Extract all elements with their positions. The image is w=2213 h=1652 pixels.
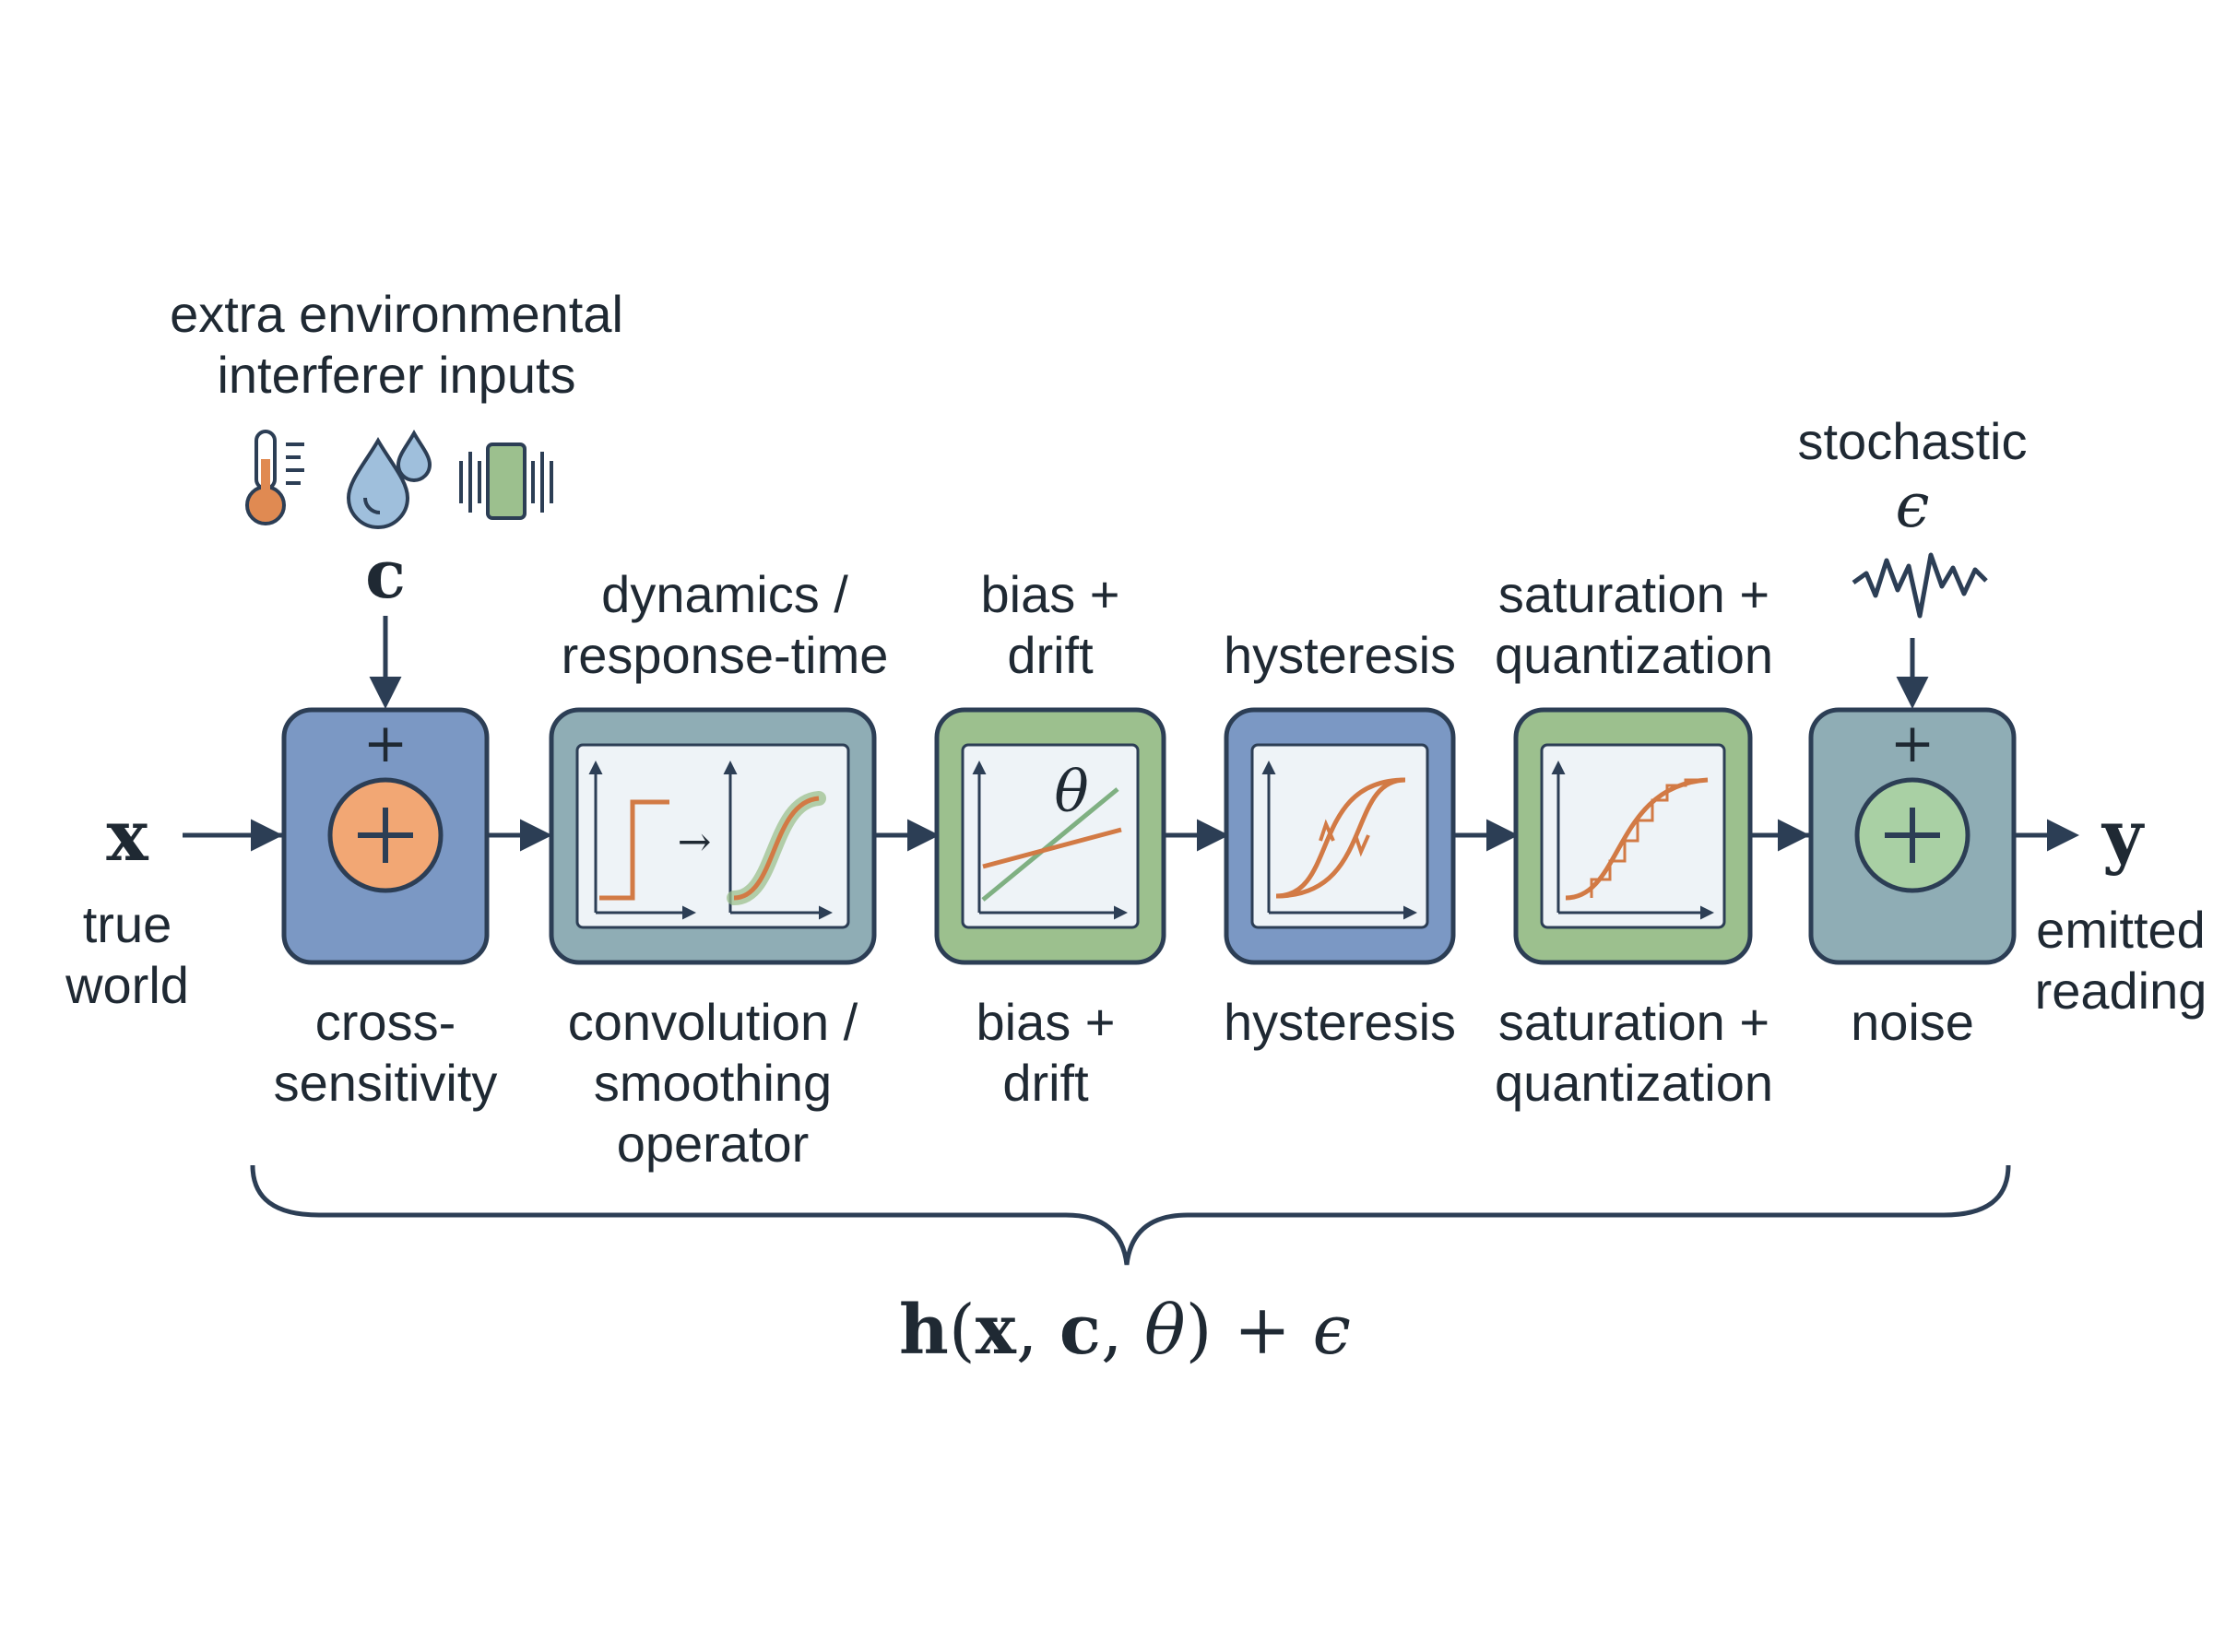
block-cross-sensitivity [281, 707, 490, 965]
convolution-label: convolution / smoothing operator [567, 993, 858, 1173]
noise-source-label: stochastic [1797, 412, 2028, 470]
cross-sensitivity-label: cross- sensitivity [273, 993, 498, 1112]
output-symbol: y [2101, 795, 2144, 877]
bias-drift-top-label: bias + drift [980, 565, 1120, 684]
input-symbol: x [106, 795, 148, 877]
block-dynamics [549, 707, 877, 965]
formula-comma-2: , [1100, 1291, 1145, 1370]
saturation-top-label: saturation + quantization [1494, 565, 1774, 684]
formula-close-paren: ) [1185, 1291, 1213, 1370]
dynamics-top-label: dynamics / response-time [561, 565, 889, 684]
noise-label: noise [1851, 993, 1974, 1051]
input-label: true world [65, 895, 189, 1014]
thermometer-icon [245, 430, 304, 525]
interferer-symbol: c [365, 535, 406, 613]
hysteresis-top-label: hysteresis [1223, 626, 1457, 684]
noise-waveform-icon [1852, 552, 1988, 619]
interferer-label: extra environmental interferer inputs [170, 285, 623, 404]
block-saturation-quantization [1513, 707, 1753, 965]
noise-source-symbol: ϵ [1895, 470, 1930, 541]
formula-plus: + [1212, 1291, 1313, 1370]
bias-drift-bottom-label: bias + drift [976, 993, 1116, 1112]
dynamics-arrow-glyph: → [677, 819, 712, 866]
bias-theta-symbol: θ [1054, 758, 1089, 825]
observation-formula: h(x, c, θ) + ϵ [899, 1291, 1351, 1370]
noise-sign: + [1889, 712, 1935, 774]
hysteresis-bottom-label: hysteresis [1223, 993, 1457, 1051]
block-hysteresis [1224, 707, 1456, 965]
formula-c: c [1059, 1291, 1101, 1370]
formula-epsilon: ϵ [1312, 1291, 1351, 1370]
block-noise [1808, 707, 2017, 965]
formula-open-paren: ( [948, 1291, 976, 1370]
formula-h: h [899, 1291, 949, 1370]
curly-brace [250, 1164, 2011, 1266]
output-label: emitted reading [2034, 901, 2207, 1020]
vibration-icon [459, 442, 553, 520]
formula-x: x [975, 1291, 1016, 1370]
cross-sensitivity-sign: + [362, 712, 408, 774]
block-bias-drift [934, 707, 1166, 965]
formula-theta: θ [1144, 1291, 1186, 1370]
saturation-bottom-label: saturation + quantization [1494, 993, 1774, 1112]
formula-comma-1: , [1015, 1291, 1059, 1370]
water-drops-icon [346, 429, 432, 529]
